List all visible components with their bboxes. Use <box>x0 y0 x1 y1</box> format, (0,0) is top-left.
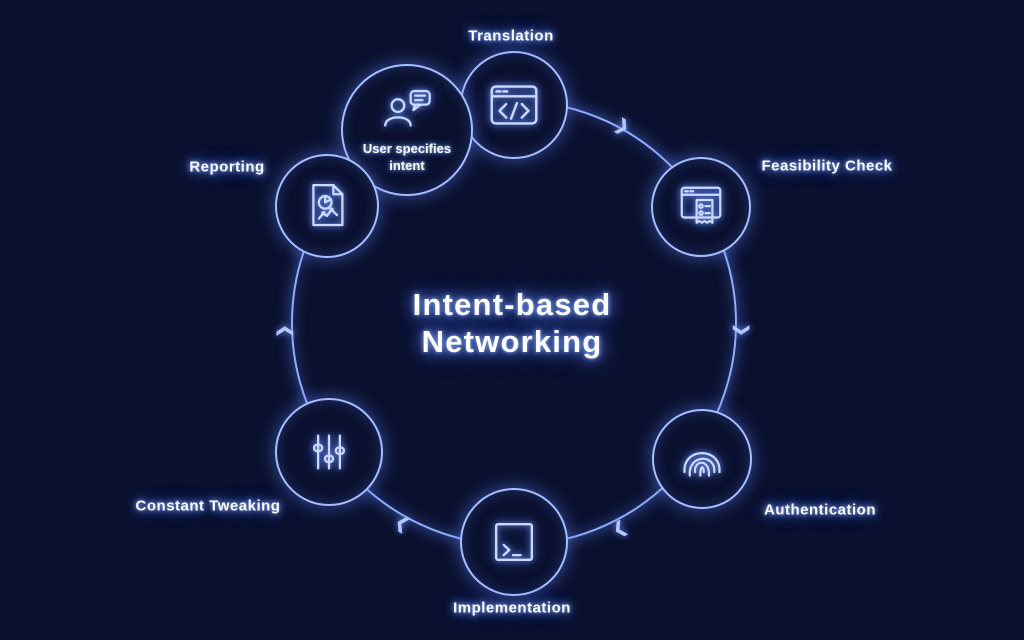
terminal-icon <box>484 512 544 572</box>
label-reporting: Reporting <box>189 158 265 176</box>
title-line1: Intent-based <box>412 286 612 322</box>
report-chart-icon <box>298 177 356 235</box>
flow-arrow-icon: ❯ <box>276 324 293 338</box>
label-implementation: Implementation <box>453 599 571 617</box>
node-translation <box>460 51 568 159</box>
node-authentication <box>652 409 752 509</box>
flow-arrow-icon: ❯ <box>733 323 750 337</box>
node-reporting <box>275 154 379 258</box>
node-constant-tweaking <box>275 398 383 506</box>
label-constant-tweaking: Constant Tweaking <box>135 497 281 515</box>
node-implementation <box>460 488 568 596</box>
sliders-icon <box>300 423 358 481</box>
user-speech-icon <box>378 86 436 136</box>
label-authentication: Authentication <box>764 501 876 519</box>
title-line2: Networking <box>421 324 603 359</box>
node-feasibility-check <box>651 157 751 257</box>
user-intent-label: User specifies intent <box>362 141 452 173</box>
label-feasibility-check: Feasibility Check <box>761 157 893 175</box>
code-window-icon <box>483 74 545 136</box>
label-translation: Translation <box>468 27 554 45</box>
fingerprint-icon <box>674 431 730 487</box>
checklist-window-icon <box>673 179 729 235</box>
diagram-title: Intent-based Networking <box>413 286 612 360</box>
